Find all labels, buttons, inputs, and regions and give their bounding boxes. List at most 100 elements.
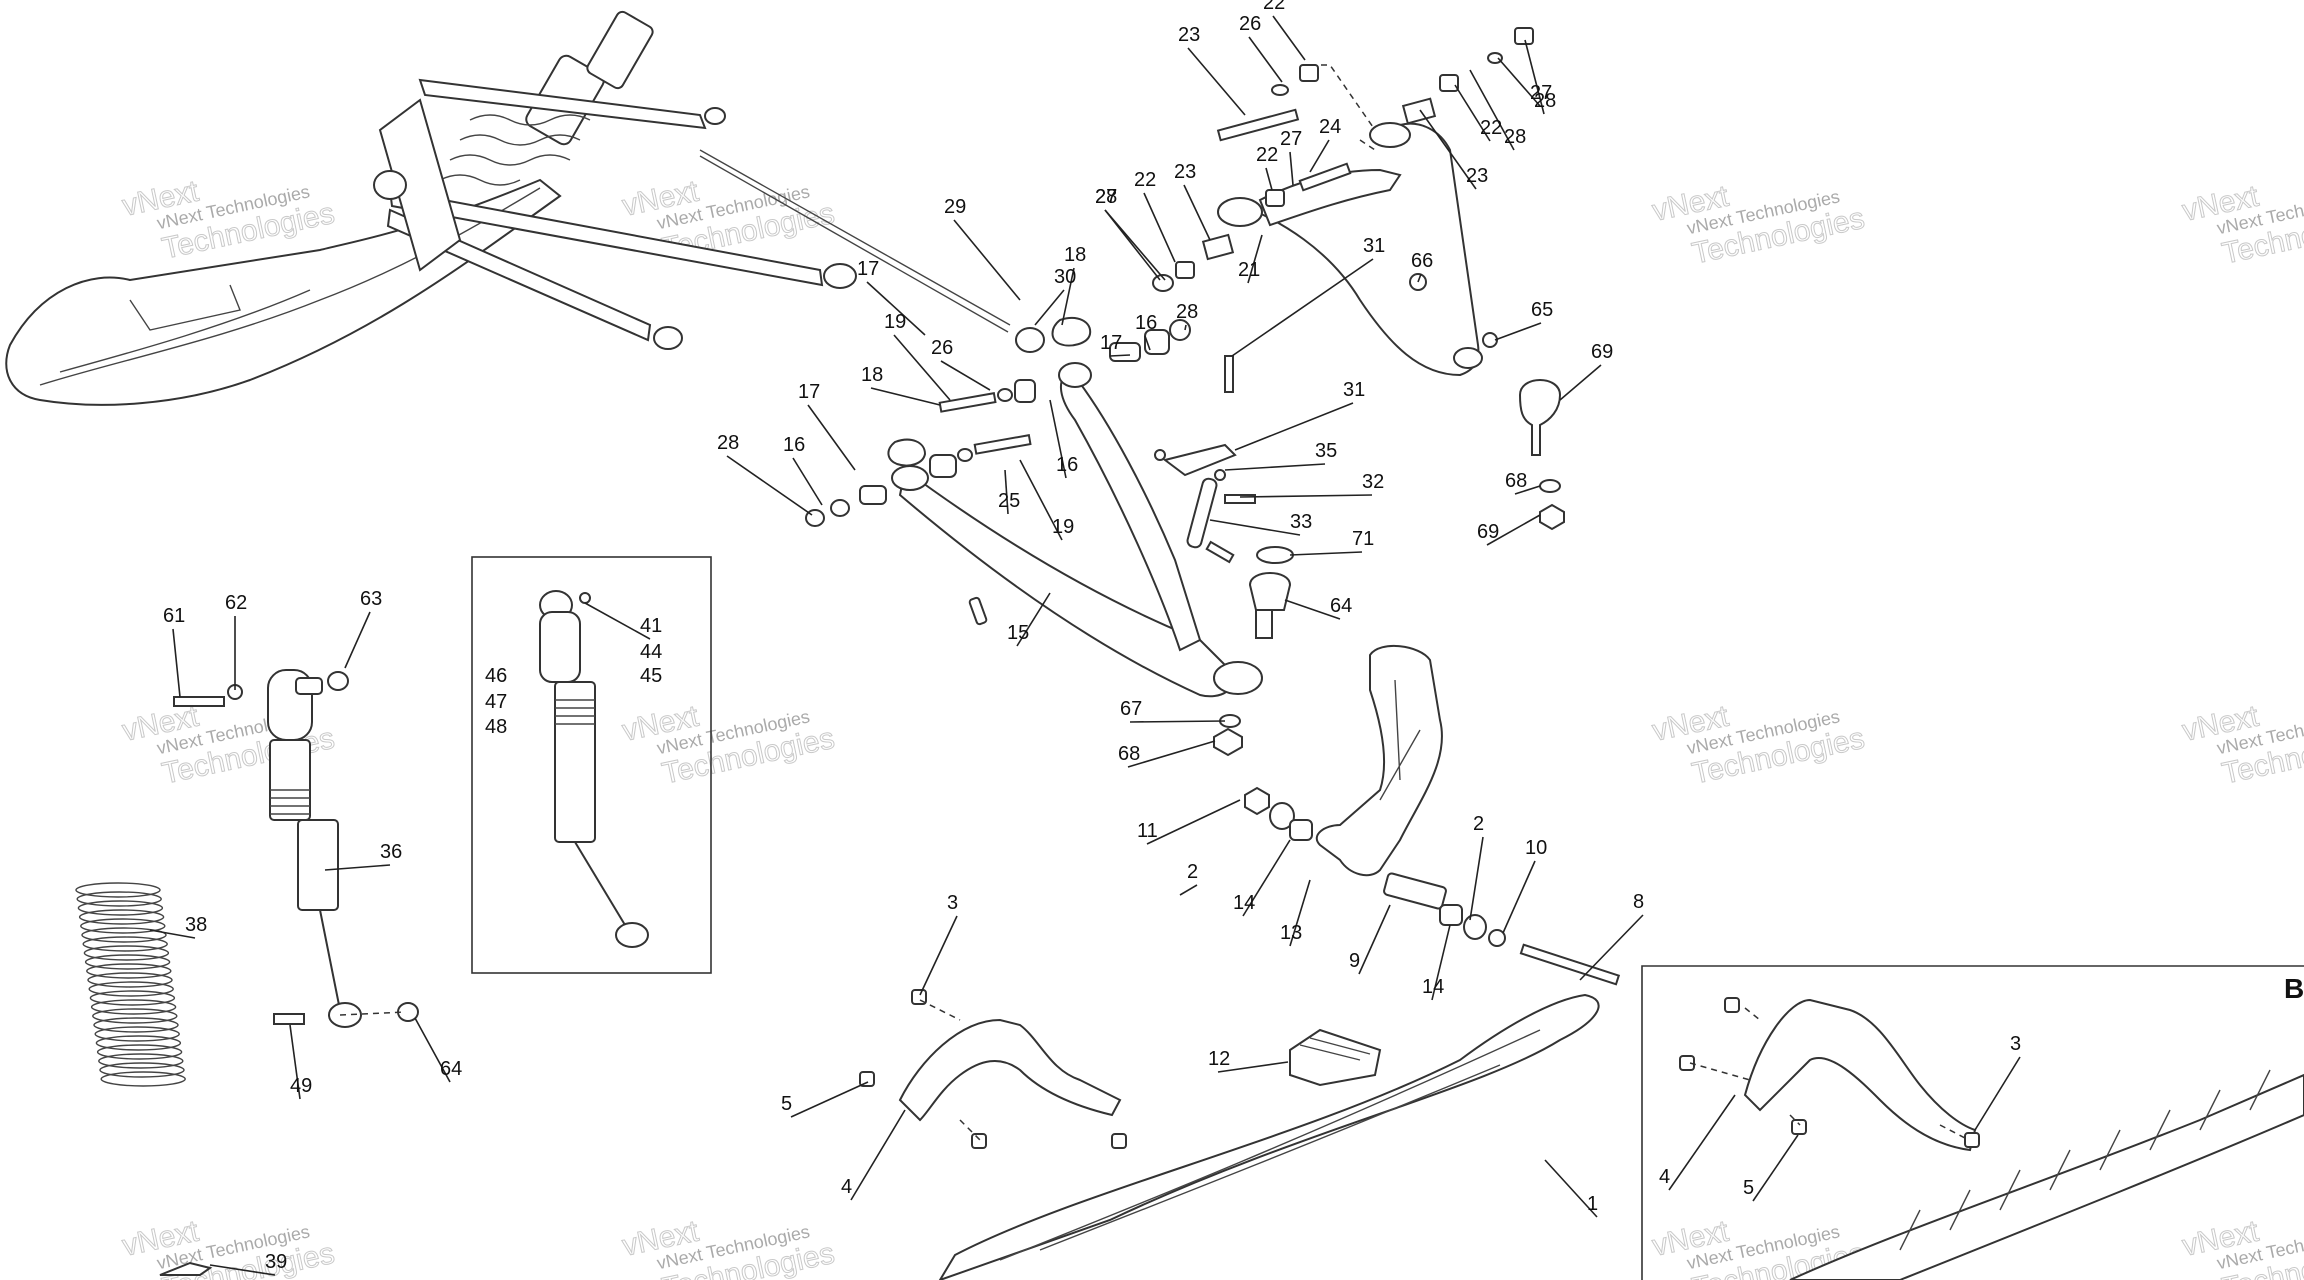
leader-line	[1016, 592, 1051, 647]
callout-label: 4	[1659, 1166, 1670, 1188]
leader-line	[289, 1024, 301, 1100]
callout-label: 26	[1239, 13, 1261, 35]
callout-label: 14	[1233, 892, 1255, 914]
leader-line	[1146, 799, 1241, 845]
callout-label: 64	[1330, 595, 1352, 617]
spindle	[1315, 644, 1443, 877]
callout-label: 29	[944, 196, 966, 218]
callout-label: 22	[1134, 169, 1156, 191]
callout-label: 28	[1095, 186, 1117, 208]
callout-label: 41	[640, 615, 662, 637]
leader-line	[1289, 151, 1294, 186]
callout-label: 23	[1466, 165, 1488, 187]
callout-label: 35	[1315, 440, 1337, 462]
callout-label: 26	[931, 337, 953, 359]
leader-line	[1752, 1134, 1799, 1202]
spring-coil	[75, 882, 161, 898]
callout-label: 18	[1064, 244, 1086, 266]
callout-label: 28	[1176, 301, 1198, 323]
leader-line	[1179, 884, 1198, 896]
runner-pad	[1289, 1028, 1382, 1087]
leader-line	[893, 334, 951, 401]
alignment-dashes	[339, 64, 1966, 1141]
callout-label: 19	[1052, 516, 1074, 538]
callout-label: 63	[360, 588, 382, 610]
ski-handle	[898, 1018, 1122, 1122]
callout-label: 65	[1531, 299, 1553, 321]
leader-line	[1184, 324, 1187, 331]
callout-label: 17	[798, 381, 820, 403]
leader-line	[1217, 1061, 1289, 1073]
leader-line	[1309, 139, 1330, 173]
callout-label: 21	[1238, 259, 1260, 281]
callout-label: 15	[1007, 622, 1029, 644]
callout-label: 23	[1178, 24, 1200, 46]
spring-coil	[99, 1062, 185, 1078]
callout-label: 16	[783, 434, 805, 456]
spring-coil	[81, 927, 167, 943]
leader-line	[1019, 459, 1063, 541]
leader-line	[1289, 551, 1363, 556]
leader-line	[1974, 1056, 2021, 1131]
callout-label: 9	[1349, 950, 1360, 972]
callout-label: 13	[1280, 922, 1302, 944]
callout-label: 46	[485, 665, 507, 687]
callout-label: 16	[1135, 312, 1157, 334]
leader-line	[1469, 69, 1515, 151]
leader-line	[1514, 485, 1541, 495]
spring-coil	[84, 954, 171, 970]
callout-label: 27	[1280, 128, 1302, 150]
leader-line	[1431, 924, 1451, 1001]
callout-label: 62	[225, 592, 247, 614]
leader-line	[172, 628, 181, 698]
leader-line	[1231, 258, 1374, 357]
leader-line	[1486, 514, 1541, 546]
spring-coil	[100, 1071, 186, 1087]
leader-line	[324, 864, 391, 871]
callout-label: 2	[1473, 813, 1484, 835]
leader-line	[866, 281, 926, 336]
spring-coil	[83, 945, 170, 961]
leader-line	[1497, 57, 1541, 107]
callout-label: 69	[1591, 341, 1613, 363]
leader-line	[1559, 364, 1602, 401]
leader-line	[414, 1017, 451, 1083]
assembled-suspension-illustration	[5, 10, 1011, 406]
callout-label: 27	[1530, 82, 1552, 104]
callout-label: 49	[290, 1075, 312, 1097]
hardware-bolts-nuts	[159, 27, 1980, 1276]
leader-line	[1265, 167, 1273, 191]
callout-label: 68	[1505, 470, 1527, 492]
leader-line	[870, 387, 941, 406]
callout-label: 23	[1174, 161, 1196, 183]
leader-line	[1289, 879, 1311, 947]
callout-label: 68	[1118, 743, 1140, 765]
callout-label: 22	[1256, 144, 1278, 166]
spring-coil	[89, 990, 176, 1006]
callout-label: 22	[1263, 0, 1285, 14]
callout-label: 10	[1525, 837, 1547, 859]
callout-label: 28	[717, 432, 739, 454]
spring-coil	[98, 1053, 184, 1069]
callout-label: 17	[857, 258, 879, 280]
callout-label: 69	[1477, 521, 1499, 543]
shock-inset	[471, 556, 712, 974]
leader-line	[1668, 1094, 1736, 1191]
callout-label: 14	[1422, 976, 1444, 998]
callout-label: 44	[640, 641, 662, 663]
callout-label: 5	[1743, 1177, 1754, 1199]
spring-coil	[93, 1017, 179, 1033]
spring-coil	[76, 891, 162, 907]
callout-label: 2	[1187, 861, 1198, 883]
callout-label: 71	[1352, 528, 1374, 550]
